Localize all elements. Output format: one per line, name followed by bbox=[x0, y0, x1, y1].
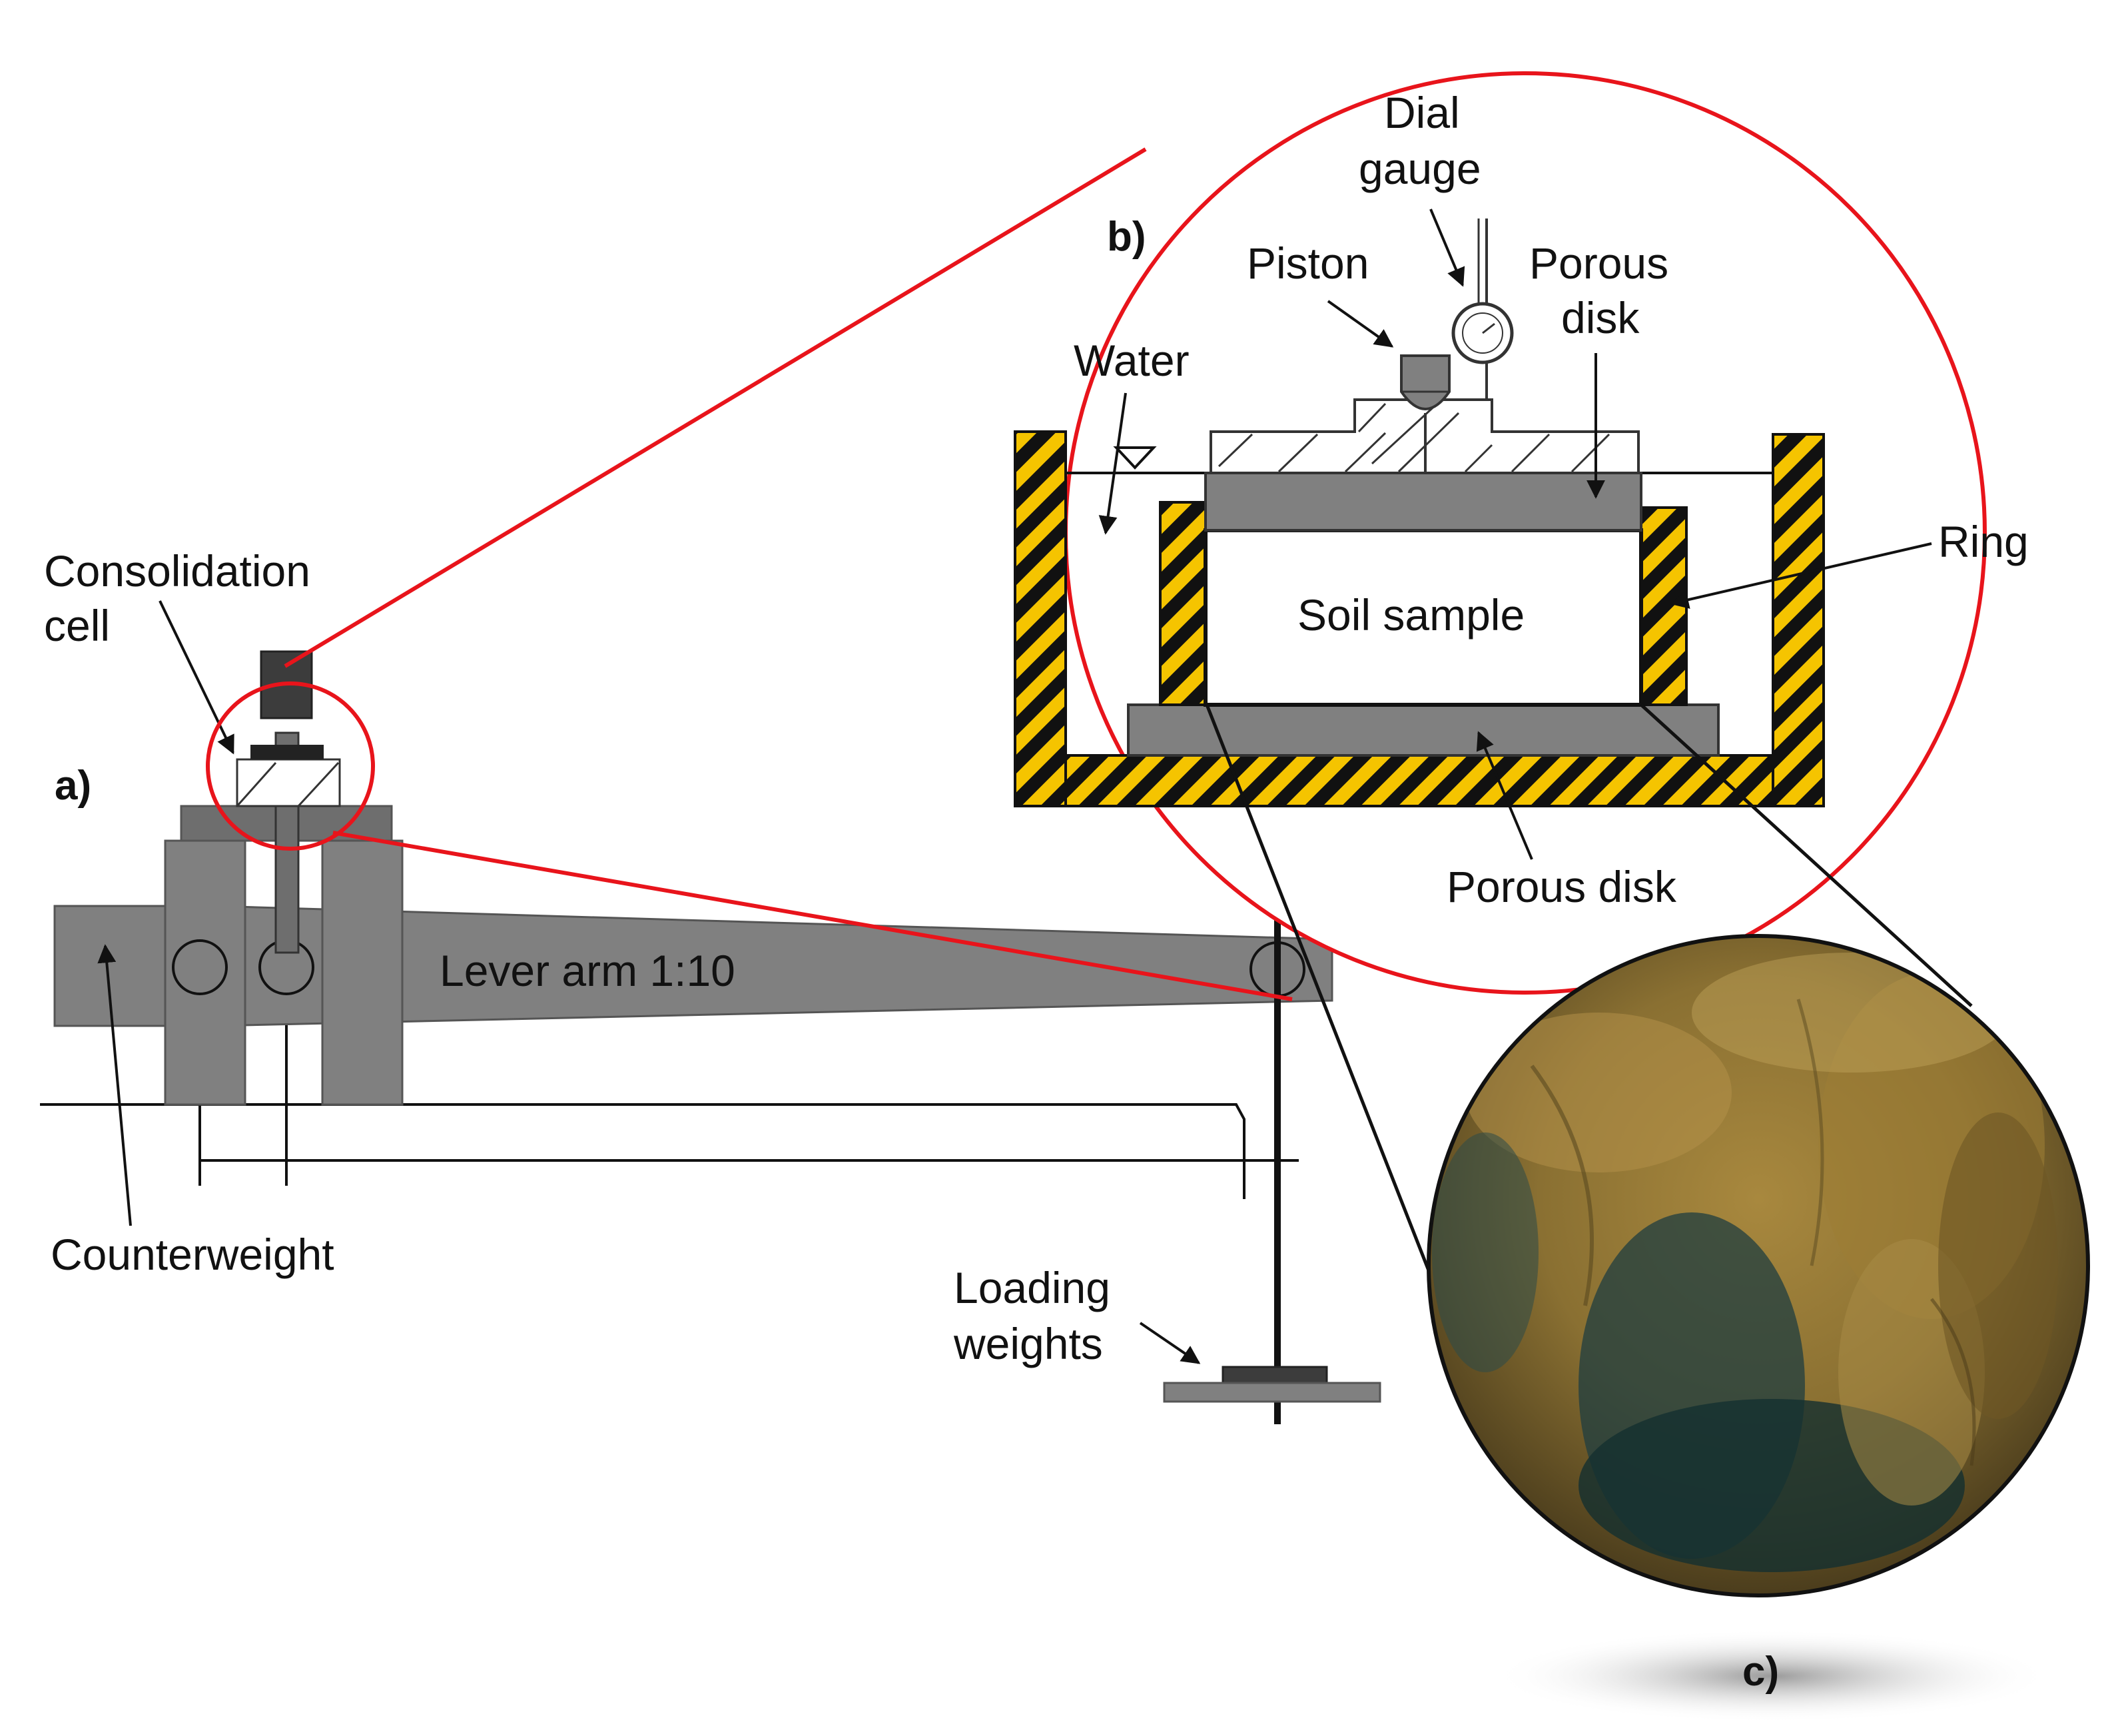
soil-sample bbox=[1204, 528, 1643, 707]
consolidation-cell-label-line2: cell bbox=[44, 601, 110, 650]
water-level-marker bbox=[1113, 446, 1157, 470]
load-cap-hatching bbox=[1218, 401, 1610, 473]
cell-cap bbox=[250, 745, 324, 759]
soil-photo bbox=[1429, 936, 2088, 1595]
support-post-left bbox=[164, 839, 246, 1106]
porous-disk-bottom-label: Porous disk bbox=[1447, 862, 1677, 911]
piston-arrow bbox=[1327, 300, 1394, 348]
zoom-callout bbox=[206, 147, 1293, 1001]
base-line bbox=[40, 1103, 1245, 1199]
dial-gauge-label-line2: gauge bbox=[1359, 144, 1481, 193]
loading-weights-label-line1: Loading bbox=[954, 1263, 1110, 1312]
loading-weights-label-line2: weights bbox=[953, 1319, 1103, 1368]
zoom-line-bottom bbox=[332, 831, 1293, 1001]
container-base bbox=[1064, 754, 1774, 807]
cell-hatched-block bbox=[236, 758, 341, 807]
dial-gauge-arrow bbox=[1429, 209, 1465, 287]
piston bbox=[1400, 354, 1451, 410]
water-label: Water bbox=[1074, 336, 1190, 385]
consolidation-cell-label-line1: Consolidation bbox=[44, 546, 310, 596]
panel-c-label: c) bbox=[1742, 1649, 1779, 1695]
porous-disk-bottom-arrow bbox=[1476, 731, 1533, 860]
porous-disk-bottom bbox=[1127, 703, 1720, 757]
lever-arm-label: Lever arm 1:10 bbox=[440, 946, 735, 995]
piston-label: Piston bbox=[1247, 238, 1369, 288]
loading-weight-top bbox=[1222, 1366, 1328, 1384]
counterweight-label: Counterweight bbox=[51, 1230, 334, 1279]
soil-photo-connectors bbox=[1205, 703, 1973, 1280]
photo-shadow bbox=[1492, 1629, 2051, 1723]
container-wall-left bbox=[1014, 430, 1067, 807]
loading-weights-arrow bbox=[1139, 1322, 1201, 1364]
loading-weight-plate bbox=[1163, 1382, 1381, 1403]
ring-arrow bbox=[1670, 542, 1932, 609]
ring-left bbox=[1159, 501, 1207, 706]
support-post-right bbox=[321, 839, 404, 1106]
loading-frame bbox=[40, 650, 1381, 1424]
counterweight-arrow bbox=[97, 944, 132, 1226]
panel-b-label: b) bbox=[1107, 214, 1146, 260]
water-arrow bbox=[1098, 392, 1127, 535]
zoom-circle-small bbox=[206, 681, 375, 851]
porous-disk-top-label-line1: Porous bbox=[1529, 238, 1668, 288]
porous-disk-top-label-line2: disk bbox=[1561, 293, 1640, 342]
dial-gauge-label-line1: Dial bbox=[1384, 88, 1460, 137]
cell-detail bbox=[1014, 218, 1825, 807]
pivot-left bbox=[172, 939, 228, 995]
ring-label: Ring bbox=[1938, 517, 2029, 566]
consolidation-cell-arrow bbox=[159, 600, 234, 755]
soil-sample-label: Soil sample bbox=[1297, 590, 1525, 640]
porous-disk-top bbox=[1204, 472, 1642, 532]
zoom-line-top bbox=[284, 147, 1147, 668]
container-wall-right bbox=[1772, 433, 1825, 807]
panel-a-label: a) bbox=[55, 763, 91, 809]
ring-right bbox=[1640, 506, 1688, 706]
photo-outline bbox=[1427, 934, 2090, 1597]
